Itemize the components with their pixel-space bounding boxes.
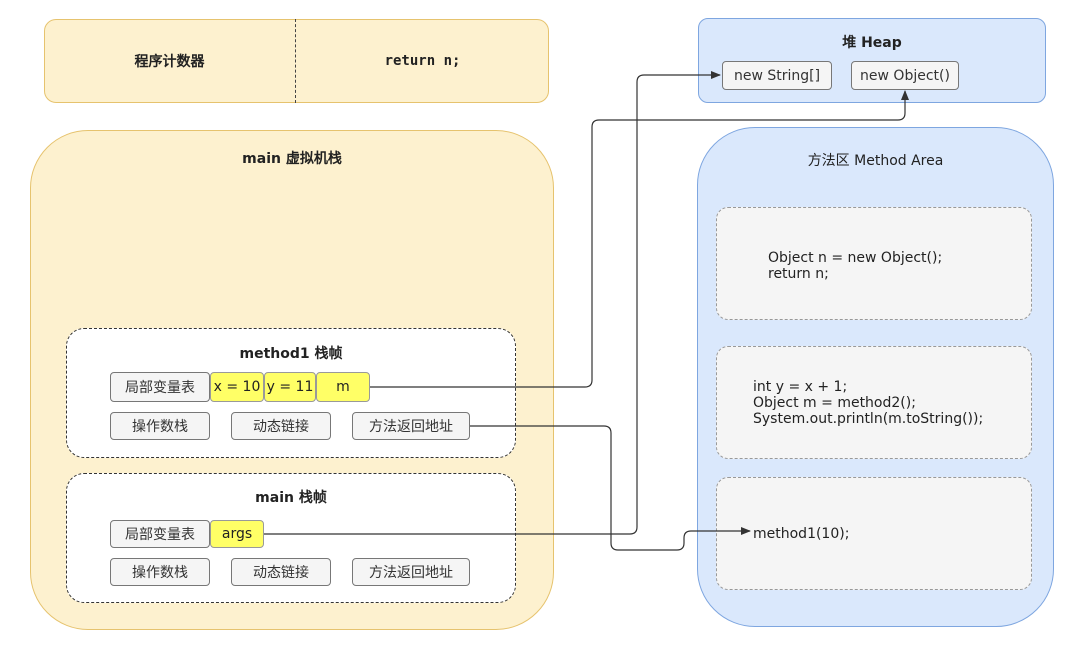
program-counter-label: 程序计数器: [134, 54, 205, 70]
program-counter-value: return n;: [384, 53, 461, 69]
code-line: Object n = new Object();: [768, 250, 943, 266]
method1-var-y: y = 11: [264, 372, 316, 402]
code-line: return n;: [768, 266, 829, 282]
method1-var-x: x = 10: [210, 372, 264, 402]
arrow-m-to-object: [370, 90, 909, 388]
main-code-block: method1(10);: [716, 477, 1032, 590]
method1-dynamic-link: 动态链接: [231, 412, 331, 440]
program-counter: [44, 19, 549, 103]
code-line: Object m = method2();: [753, 395, 916, 411]
method1-code-block: int y = x + 1; Object m = method2(); Sys…: [716, 346, 1032, 459]
main-operand-stack: 操作数栈: [110, 558, 210, 586]
heap-object-object: new Object(): [851, 61, 959, 90]
code-line: System.out.println(m.toString());: [753, 411, 984, 427]
method1-local-vars-label: 局部变量表: [110, 372, 210, 402]
arrow-args-to-string-array: [264, 71, 721, 535]
heap-object-string-array: new String[]: [722, 61, 832, 90]
main-dynamic-link: 动态链接: [231, 558, 331, 586]
method2-code-block: Object n = new Object(); return n;: [716, 207, 1032, 320]
method1-var-m: m: [316, 372, 370, 402]
arrow-return-to-main-code: [470, 425, 751, 551]
heap-title: 堆 Heap: [842, 35, 902, 51]
main-var-args: args: [210, 520, 264, 548]
main-return-address: 方法返回地址: [352, 558, 470, 586]
method1-frame-title: method1 栈帧: [239, 346, 343, 362]
method1-return-address: 方法返回地址: [352, 412, 470, 440]
main-local-vars-label: 局部变量表: [110, 520, 210, 548]
code-line: method1(10);: [753, 526, 850, 542]
method1-operand-stack: 操作数栈: [110, 412, 210, 440]
vm-stack-title: main 虚拟机栈: [242, 151, 342, 167]
method-area-title: 方法区 Method Area: [807, 153, 944, 169]
main-frame-title: main 栈帧: [255, 490, 327, 506]
code-line: int y = x + 1;: [753, 379, 848, 395]
program-counter-divider: [295, 19, 296, 103]
